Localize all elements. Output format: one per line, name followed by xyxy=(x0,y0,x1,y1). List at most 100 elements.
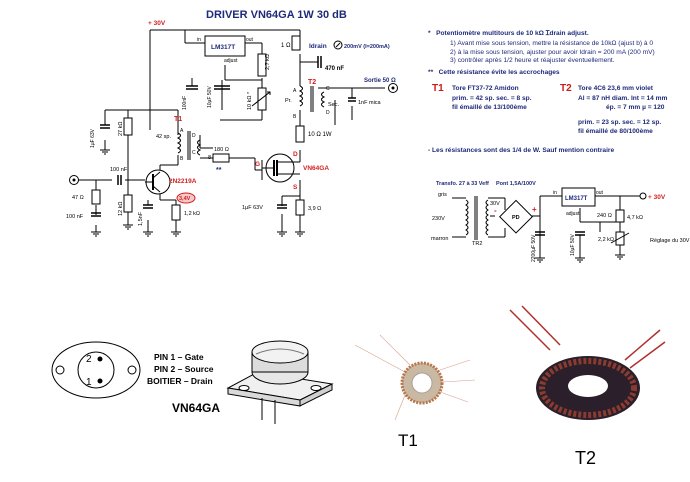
input-connector-center xyxy=(72,178,76,182)
gris-label: gris xyxy=(438,192,447,198)
ground-icons-row xyxy=(91,224,305,237)
r-180-label: 180 Ω xyxy=(214,147,229,153)
bridge-rectifier xyxy=(499,199,533,234)
pot-10k-arrow xyxy=(251,91,271,107)
pinout-part-label: VN64GA xyxy=(172,401,220,415)
idrain-label: Idrain xyxy=(309,43,327,50)
resistor-12k xyxy=(123,194,133,213)
t2-pr-label: Pr. xyxy=(285,98,292,104)
cap-100nf-b-label: 100 nF xyxy=(110,167,128,173)
output-connector-center xyxy=(391,86,395,90)
sortie-label: Sortie 50 Ω xyxy=(364,78,396,84)
marron-label: marron xyxy=(431,236,448,242)
note-2-star: ** xyxy=(428,68,434,76)
tr2-secondary-coil xyxy=(485,199,489,236)
t2-spec-l1: Tore 4C6 23,6 mm violet xyxy=(578,85,654,93)
r-2-2k-label: 2,2 kΩ xyxy=(598,237,614,243)
transistor-label: 2N2219A xyxy=(169,178,197,185)
transistor-emitter xyxy=(152,185,161,193)
note-1-star: * xyxy=(428,30,431,37)
meter-needle xyxy=(335,42,341,48)
t1-pin-d: D xyxy=(192,133,196,139)
cap-1-5nf-label: 1,5nF xyxy=(138,211,144,226)
package-hole-right xyxy=(127,365,137,375)
t1-42sp-label: 42 sp. xyxy=(156,134,171,140)
resistor-27k xyxy=(123,117,133,136)
psu-reg-label: LM317T xyxy=(565,196,588,202)
t2-primary-coil xyxy=(298,85,303,107)
pin1-label: 1 xyxy=(86,377,92,388)
reg-adjust-label: adjust xyxy=(224,58,238,64)
psu-wiring xyxy=(452,195,640,258)
note-1: * Potentiomètre multitours de 10 kΩ Ɪdra… xyxy=(428,30,686,38)
v30-label: 30V xyxy=(490,201,500,207)
transistor-collector xyxy=(152,171,161,179)
mosfet-drain-label: D xyxy=(293,151,298,158)
psu-out-terminal-icon xyxy=(639,192,647,200)
t2-toroid-photo xyxy=(509,305,666,420)
note-1c: 3) contrôler après 1/2 heure et réajuste… xyxy=(450,57,615,65)
t2-spec-l2: Al = 87 nH diam. Int = 14 mm xyxy=(578,95,668,103)
pd-label: PD xyxy=(512,215,520,221)
pont-label: Pont 1,5A/100V xyxy=(496,181,536,187)
t2-sec-label: Sec. xyxy=(328,102,339,108)
bias-voltage-badge xyxy=(176,192,196,204)
mosfet-gate-label: G xyxy=(255,161,260,168)
t2-pin-c: C xyxy=(326,86,330,92)
psu-out-label: + 30V xyxy=(648,194,666,201)
cap-10uf-label: 10µF 50V xyxy=(570,234,576,256)
t1-pin-b: B xyxy=(180,156,184,162)
t1-label: T1 xyxy=(174,116,182,123)
r-3-9-label: 3,9 Ω xyxy=(308,206,321,212)
cap-10uf-a-label: 10µF 50V xyxy=(207,86,213,108)
t1-pin-c: C xyxy=(192,150,196,156)
psu-ground-icons xyxy=(535,254,625,263)
t2-spec-l3: ép. = 7 mm µ = 120 xyxy=(606,104,665,112)
note-3: - Les résistances sont des 1/4 de W. Sau… xyxy=(428,147,615,155)
diagram-title: DRIVER VN64GA 1W 30 dB xyxy=(206,9,347,21)
r-240-label: 240 Ω xyxy=(597,213,612,219)
t1-pin-a: A xyxy=(180,128,184,134)
lm317t-regulator xyxy=(204,35,246,57)
note-1-text: Potentiomètre multitours de 10 kΩ Ɪdrain… xyxy=(436,30,589,37)
resistor-10ohm xyxy=(295,125,305,143)
t1-spec-head: T1 xyxy=(432,83,444,95)
v230-label: 230V xyxy=(432,216,445,222)
t2-spec-l5: fil émaillé de 80/100ème xyxy=(578,128,653,136)
to3-package-drawing xyxy=(226,340,334,424)
notes-panel: * Potentiomètre multitours de 10 kΩ Ɪdra… xyxy=(428,30,686,156)
note-1b: 2) à la mise sous tension, ajuster pour … xyxy=(450,48,655,56)
minus-label: - xyxy=(494,206,497,215)
bias-voltage-label: 3,4V xyxy=(179,196,191,202)
cap-1uf-b-label: 1µF 63V xyxy=(242,205,263,211)
r-4-7k-label: 4,7 kΩ xyxy=(627,215,643,221)
supply-label: + 30V xyxy=(148,20,166,27)
tr2-primary-coil xyxy=(465,199,469,236)
t1-toroid-photo xyxy=(354,334,476,421)
regulator-label: LM317T xyxy=(211,44,235,51)
pot-2-2k-arrow xyxy=(610,232,630,244)
r-12k-label: 12 kΩ xyxy=(118,201,124,216)
transfo-label: Transfo. 27 à 33 Veff xyxy=(436,181,489,187)
pinout-line1: PIN 1 – Gate xyxy=(154,352,204,362)
package-hole-left xyxy=(55,365,65,375)
t2-secondary-coil xyxy=(321,91,326,108)
resistor-4-7k xyxy=(615,209,625,223)
cap-100nf-a-label: 100nF xyxy=(182,96,188,110)
cap-470n-label: 470 nF xyxy=(325,66,344,72)
r-27k-label: 27 kΩ xyxy=(118,121,124,136)
resistor-1-2k xyxy=(171,204,181,221)
pot-10k xyxy=(257,87,267,111)
t2-pin-d: D xyxy=(326,110,330,116)
t1-spec-l1: Tore FT37-72 Amidon xyxy=(452,85,519,93)
tr2-label: TR2 xyxy=(472,241,482,247)
pin2-label: 2 xyxy=(86,354,92,365)
note-2-text: Cette résistance évite les accrochages xyxy=(438,68,560,76)
t2-photo-label: T2 xyxy=(575,448,596,468)
t1-primary-coil xyxy=(176,132,181,154)
resistor-47 xyxy=(91,189,101,205)
reg-in-label: in xyxy=(197,37,201,43)
psu-reg-out: out xyxy=(596,190,604,196)
cap-2200-label: 2200µF 50V xyxy=(531,234,537,262)
